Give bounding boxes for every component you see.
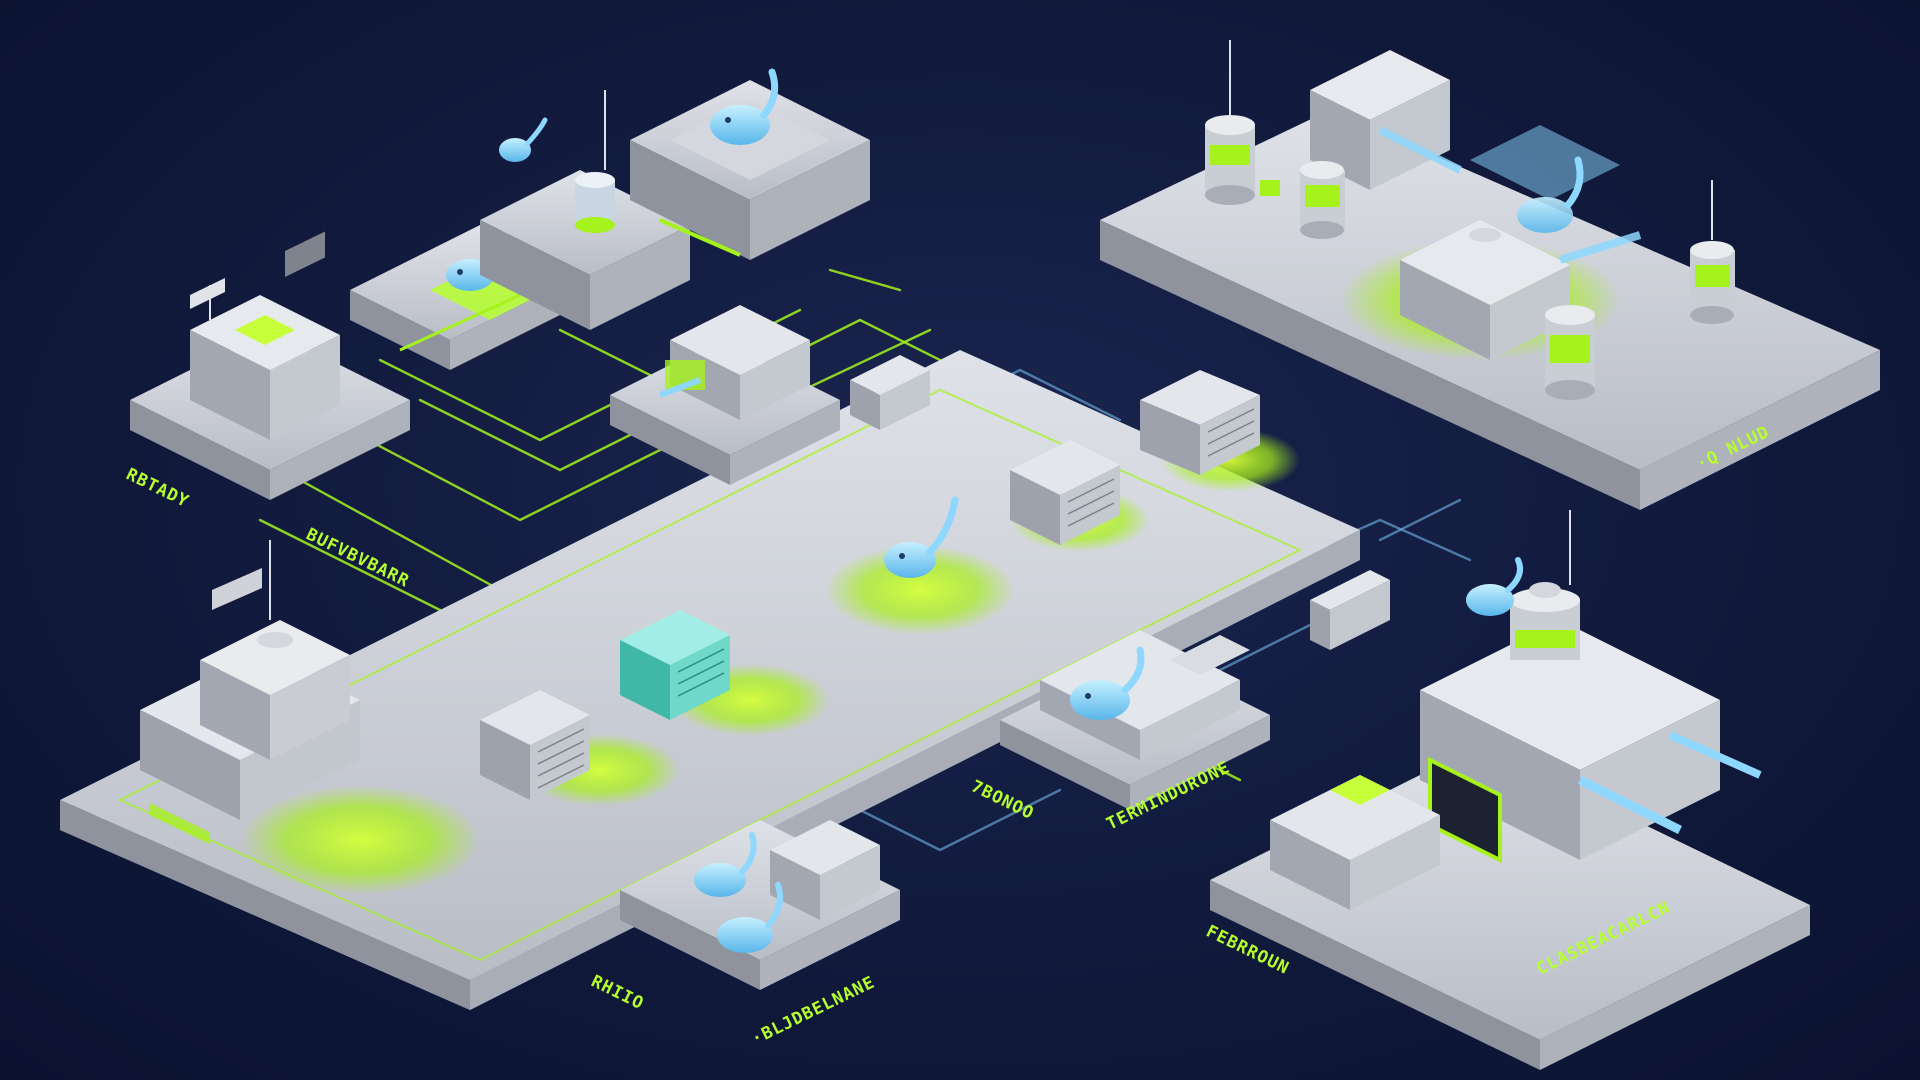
label-zeroes: 7BONOO: [968, 777, 1037, 825]
classification-platform: [1210, 620, 1810, 1070]
small-device: [1310, 570, 1390, 650]
whale-icon: [499, 117, 548, 162]
cylinder-tank-icon: [1545, 305, 1595, 400]
tank-station: [480, 90, 690, 330]
server-rack-icon: [620, 610, 730, 720]
zeroes-station: [1000, 630, 1270, 810]
cylinder-tank-icon: [1690, 180, 1735, 324]
ready-station: [130, 231, 410, 500]
cylinder-tank-icon: [1300, 161, 1345, 239]
cloud-platform: [1100, 50, 1880, 510]
whale-icon: [710, 68, 779, 145]
whale-icon: [1070, 646, 1145, 720]
cylinder-tank-icon: [1510, 510, 1580, 660]
cylinder-tank-icon: [1205, 40, 1255, 205]
pipe-station: [610, 305, 840, 485]
whale-icon: [884, 496, 959, 578]
whale-icon: [1517, 156, 1584, 233]
server-rack-icon: [480, 690, 590, 800]
whale-icon: [694, 832, 757, 897]
whale-icon: [717, 882, 783, 953]
pipeline-station: [620, 820, 900, 990]
small-device: [850, 355, 930, 430]
server-rack-icon: [1010, 440, 1120, 545]
left-control-building: [140, 540, 360, 845]
label-buffer: BUFVBVBARR: [303, 525, 413, 592]
label-ready: RBTADY: [123, 465, 192, 513]
label-rhino: RHIIO: [588, 972, 647, 1015]
whale-icon: [1466, 557, 1523, 616]
server-rack-icon: [1140, 370, 1260, 475]
